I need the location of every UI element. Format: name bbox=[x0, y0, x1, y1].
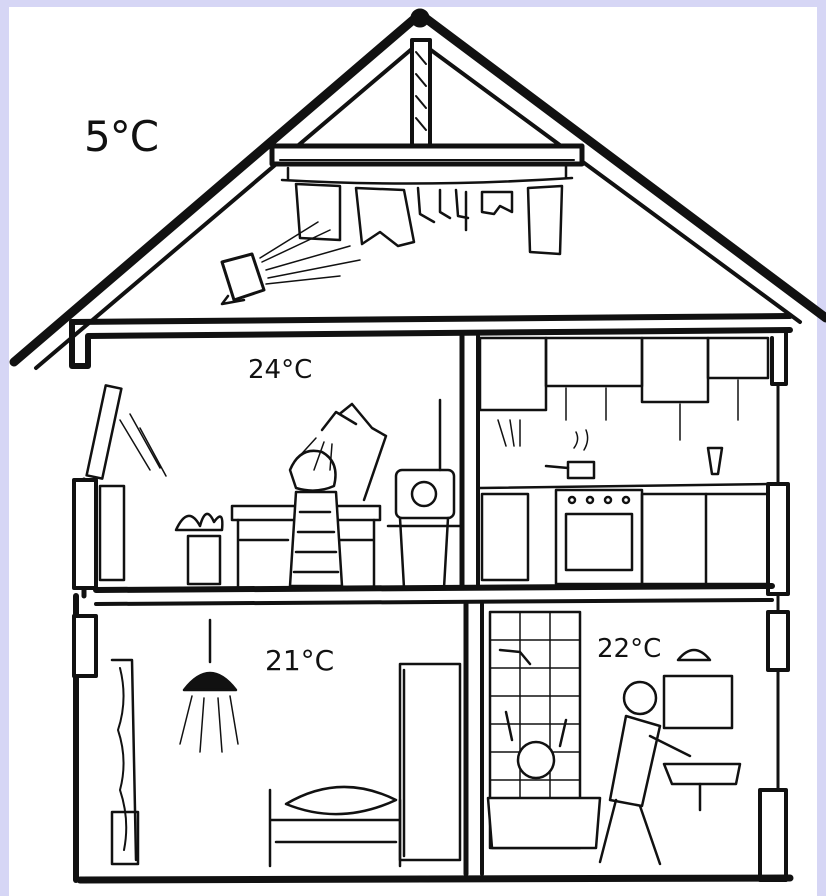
attic-laundry bbox=[222, 166, 572, 304]
house-structure bbox=[72, 316, 790, 880]
kitchen-room bbox=[480, 338, 770, 584]
study-room bbox=[87, 385, 460, 588]
attic-temperature: 5°C bbox=[84, 112, 158, 161]
bedroom-temperature: 21°C bbox=[265, 644, 334, 677]
study-temperature: 24°C bbox=[248, 355, 312, 385]
bathroom-temperature: 22°C bbox=[597, 634, 661, 664]
